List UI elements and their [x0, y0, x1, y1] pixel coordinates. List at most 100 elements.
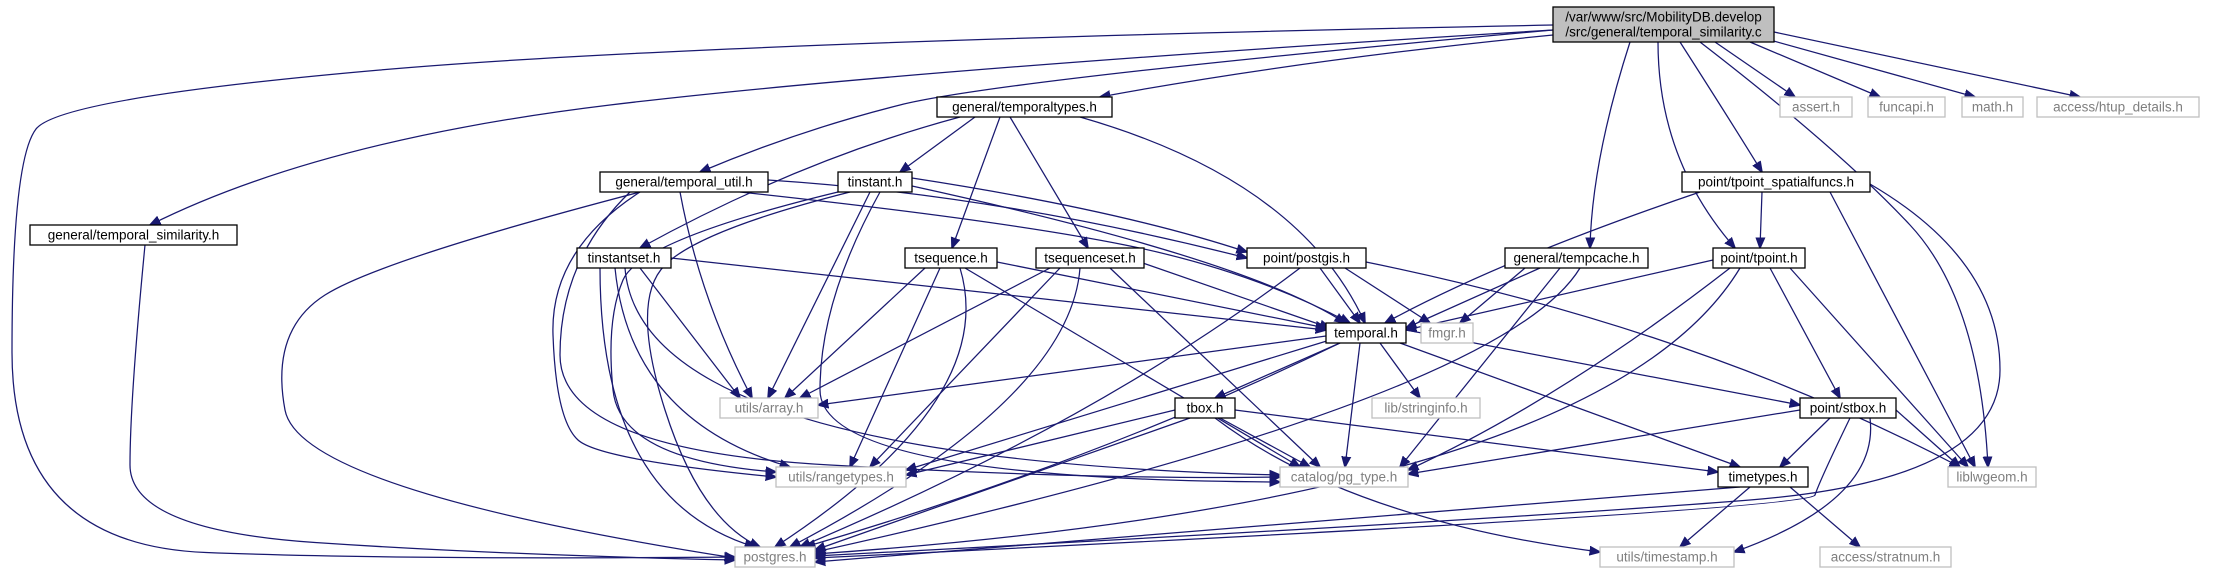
edge-tbox_h-to-postgres_h — [815, 417, 1191, 550]
edge-general_temporal_util_h-to-catalog_pg_type_h — [559, 191, 1280, 478]
edge-temporal_h-to-lib_stringinfo_h — [1379, 342, 1420, 398]
node-tsequenceset-h[interactable]: tsequenceset.h — [1035, 247, 1145, 269]
node-box — [576, 247, 672, 269]
edge-temporal_similarity_c-to-assert_h — [1714, 41, 1795, 97]
edge-point_tpoint_h-to-temporal_h — [1406, 259, 1714, 330]
node-label: fmgr.h — [1428, 326, 1466, 341]
node-box — [1599, 546, 1735, 568]
node-general-temporal-util-h[interactable]: general/temporal_util.h — [599, 171, 769, 193]
node-box — [1552, 6, 1775, 43]
node-point-tpoint-h[interactable]: point/tpoint.h — [1712, 247, 1806, 269]
node-box — [29, 224, 238, 246]
node-general-temporal-similarity-h[interactable]: general/temporal_similarity.h — [29, 224, 238, 246]
node-box — [1947, 466, 2037, 488]
node-label: postgres.h — [743, 550, 806, 565]
node-fmgr-h: fmgr.h — [1420, 322, 1474, 344]
node-label: general/temporal_similarity.h — [48, 228, 220, 243]
edge-point_tpoint_spatialfuncs_h-to-liblwgeom_h — [1829, 191, 1975, 467]
edge-tsequenceset_h-to-temporal_h — [1139, 261, 1330, 328]
node-label: point/tpoint.h — [1720, 251, 1797, 266]
edge-general_tempcache_h-to-fmgr_h — [1460, 267, 1526, 323]
edge-general_tempcache_h-to-postgres_h — [815, 267, 1581, 552]
node-label: liblwgeom.h — [1956, 470, 2027, 485]
node-label: /src/general/temporal_similarity.c — [1565, 25, 1762, 40]
edge-point_stbox_h-to-timetypes_h — [1780, 417, 1831, 467]
node-label: access/stratnum.h — [1831, 550, 1941, 565]
edge-tbox_h-to-utils_rangetypes_h — [906, 409, 1176, 475]
node-box — [1717, 466, 1809, 488]
node-label: assert.h — [1792, 100, 1840, 115]
edge-temporal_similarity_c-to-point_tpoint_h — [1657, 41, 1735, 248]
edge-temporal_similarity_c-to-general_temporal_similarity_h — [150, 29, 1554, 225]
edge-temporal_h-to-utils_array_h — [818, 335, 1327, 405]
edge-tinstant_h-to-utils_array_h — [768, 191, 871, 398]
node-temporal-similarity-c[interactable]: /var/www/src/MobilityDB.develop/src/gene… — [1552, 6, 1775, 43]
edge-tinstant_h-to-utils_rangetypes_h — [610, 191, 839, 472]
edge-general_temporaltypes_h-to-tsequenceset_h — [1009, 116, 1088, 248]
edge-tsequence_h-to-catalog_pg_type_h — [964, 267, 1300, 467]
edge-point_stbox_h-to-utils_timestamp_h — [1734, 417, 1872, 552]
edge-point_tpoint_h-to-liblwgeom_h — [1789, 267, 1968, 467]
edge-temporal_similarity_c-to-postgres_h — [11, 24, 1554, 558]
edge-tinstantset_h-to-utils_array_h — [639, 267, 740, 398]
node-box — [1246, 247, 1367, 269]
node-box — [719, 397, 819, 419]
edge-point_stbox_h-to-postgres_h — [815, 417, 1851, 558]
node-timetypes-h[interactable]: timetypes.h — [1717, 466, 1809, 488]
edge-tinstant_h-to-point_postgis_h — [911, 177, 1247, 252]
node-label: point/stbox.h — [1810, 401, 1887, 416]
edge-tsequence_h-to-utils_rangetypes_h — [850, 267, 941, 467]
node-label: point/tpoint_spatialfuncs.h — [1698, 175, 1854, 190]
node-tbox-h[interactable]: tbox.h — [1174, 397, 1236, 419]
node-label: tsequence.h — [914, 251, 988, 266]
node-general-temporaltypes-h[interactable]: general/temporaltypes.h — [936, 96, 1113, 118]
node-box — [904, 247, 998, 269]
edge-tbox_h-to-catalog_pg_type_h — [1219, 417, 1310, 467]
edge-tinstant_h-to-postgres_h — [646, 191, 851, 547]
node-point-stbox-h[interactable]: point/stbox.h — [1799, 397, 1897, 419]
node-tinstant-h[interactable]: tinstant.h — [837, 171, 913, 193]
node-box — [1420, 322, 1474, 344]
node-box — [599, 171, 769, 193]
edge-tsequenceset_h-to-utils_rangetypes_h — [870, 267, 1061, 467]
node-point-postgis-h[interactable]: point/postgis.h — [1246, 247, 1367, 269]
node-point-tpoint-spatialfuncs-h[interactable]: point/tpoint_spatialfuncs.h — [1681, 171, 1871, 193]
node-postgres-h: postgres.h — [734, 546, 816, 568]
node-box — [1325, 322, 1407, 344]
edge-point_tpoint_spatialfuncs_h-to-postgres_h — [815, 183, 2001, 556]
node-catalog-pg-type-h: catalog/pg_type.h — [1279, 466, 1409, 488]
edge-general_temporal_util_h-to-temporal_h — [739, 191, 1350, 323]
edge-general_tempcache_h-to-catalog_pg_type_h — [1400, 267, 1561, 467]
node-tinstantset-h[interactable]: tinstantset.h — [576, 247, 672, 269]
node-access-stratnum-h: access/stratnum.h — [1819, 546, 1952, 568]
edge-point_tpoint_h-to-catalog_pg_type_h — [1408, 267, 1731, 470]
node-layer: /var/www/src/MobilityDB.develop/src/gene… — [29, 6, 2200, 568]
edge-tinstantset_h-to-temporal_h — [670, 257, 1326, 330]
node-box — [1279, 466, 1409, 488]
edge-point_postgis_h-to-fmgr_h — [1344, 267, 1430, 323]
edge-temporal_h-to-tbox_h — [1215, 342, 1341, 398]
edge-tsequence_h-to-postgres_h — [775, 267, 967, 547]
node-box — [936, 96, 1113, 118]
node-box — [1799, 397, 1897, 419]
node-label: general/temporaltypes.h — [952, 100, 1097, 115]
node-general-tempcache-h[interactable]: general/tempcache.h — [1504, 247, 1649, 269]
edge-general_temporal_similarity_h-to-postgres_h — [129, 244, 735, 560]
node-tsequence-h[interactable]: tsequence.h — [904, 247, 998, 269]
edge-general_temporaltypes_h-to-temporal_h — [1079, 116, 1365, 323]
edge-tbox_h-to-utils_timestamp_h — [1214, 417, 1600, 552]
node-label: /var/www/src/MobilityDB.develop — [1565, 10, 1762, 25]
edge-tinstant_h-to-temporal_h — [911, 185, 1345, 323]
node-access-htup-details-h: access/htup_details.h — [2036, 96, 2200, 118]
node-label: general/temporal_util.h — [615, 175, 752, 190]
edge-temporal_similarity_c-to-general_temporal_util_h — [700, 29, 1554, 172]
node-temporal-h[interactable]: temporal.h — [1325, 322, 1407, 344]
edge-point_tpoint_h-to-point_stbox_h — [1769, 267, 1840, 398]
node-label: lib/stringinfo.h — [1384, 401, 1467, 416]
node-box — [1712, 247, 1806, 269]
node-box — [1174, 397, 1236, 419]
node-assert-h: assert.h — [1779, 96, 1853, 118]
edge-tsequenceset_h-to-catalog_pg_type_h — [1109, 267, 1320, 467]
node-label: tbox.h — [1187, 401, 1224, 416]
